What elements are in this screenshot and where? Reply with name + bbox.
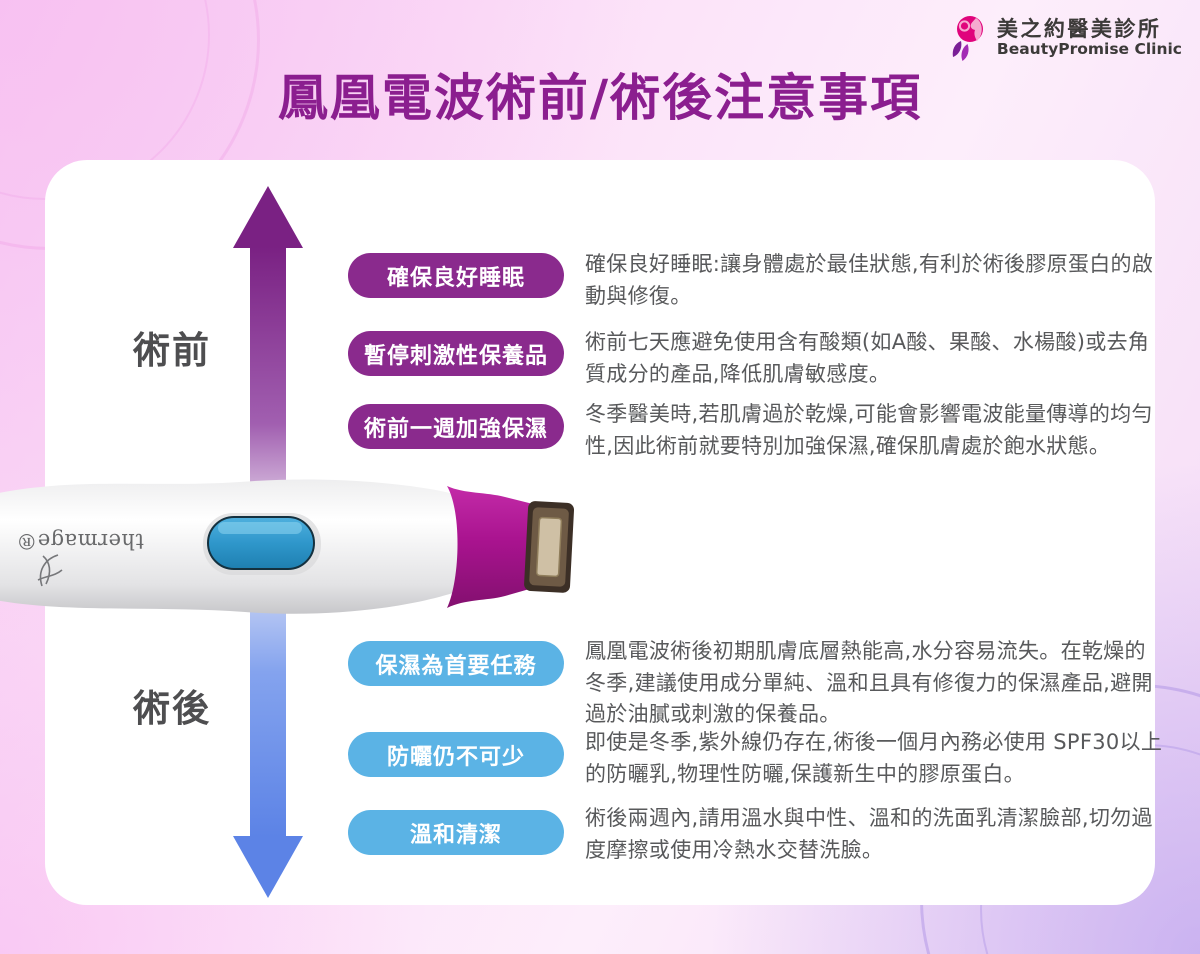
- post-desc-sunscreen: 即使是冬季,紫外線仍存在,術後一個月內務必使用 SPF30以上的防曬乳,物理性防…: [585, 730, 1163, 786]
- pre-desc-stop-irritating-skincare: 術前七天應避免使用含有酸類(如A酸、果酸、水楊酸)或去角質成分的產品,降低肌膚敏…: [585, 330, 1150, 386]
- phase-label-pre: 術前: [133, 329, 211, 372]
- clinic-logo: 美之約醫美診所 BeautyPromise Clinic: [949, 14, 1182, 62]
- clinic-logo-text: 美之約醫美診所 BeautyPromise Clinic: [997, 17, 1182, 59]
- leaf-ornament: [37, 554, 63, 587]
- page-title: 鳳凰電波術前/術後注意事項: [277, 68, 923, 127]
- device-tip: [524, 501, 575, 593]
- clinic-name-zh: 美之約醫美診所: [996, 17, 1162, 42]
- thermage-brand: thermage®: [16, 529, 144, 553]
- arrow-up-head: [233, 186, 303, 248]
- rose-face-flower-icon: [952, 16, 983, 61]
- post-pill-moisturize-first: 保濕為首要任務: [348, 641, 564, 686]
- post-pill-gentle-cleansing: 溫和清潔: [348, 810, 564, 855]
- post-desc-gentle-cleansing: 術後兩週內,請用溫水與中性、溫和的洗面乳清潔臉部,切勿過度摩擦或使用冷熱水交替洗…: [585, 806, 1153, 862]
- device-button-highlight: [218, 522, 302, 534]
- phase-label-post: 術後: [133, 687, 211, 730]
- thermage-device-image: thermage®: [0, 479, 575, 614]
- post-pill-sunscreen: 防曬仍不可少: [348, 732, 564, 777]
- thermage-logo-text: thermage®: [16, 529, 144, 553]
- pre-pill-sleep: 確保良好睡眠: [348, 253, 564, 298]
- arrow-down-head: [233, 836, 303, 898]
- pre-desc-hydration-week-before: 冬季醫美時,若肌膚過於乾燥,可能會影響電波能量傳導的均勻性,因此術前就要特別加強…: [585, 402, 1153, 458]
- pre-pill-stop-irritating-skincare: 暫停刺激性保養品: [348, 331, 564, 376]
- pre-desc-sleep: 確保良好睡眠:讓身體處於最佳狀態,有利於術後膠原蛋白的啟動與修復。: [585, 252, 1154, 308]
- clinic-name-en: BeautyPromise Clinic: [996, 40, 1182, 59]
- pre-pill-hydration-week-before: 術前一週加強保濕: [348, 404, 564, 449]
- device-tip-pad: [535, 516, 563, 578]
- post-desc-moisturize-first: 鳳凰電波術後初期肌膚底層熱能高,水分容易流失。在乾燥的冬季,建議使用成分單純、溫…: [585, 639, 1153, 726]
- device-collar: [447, 486, 533, 608]
